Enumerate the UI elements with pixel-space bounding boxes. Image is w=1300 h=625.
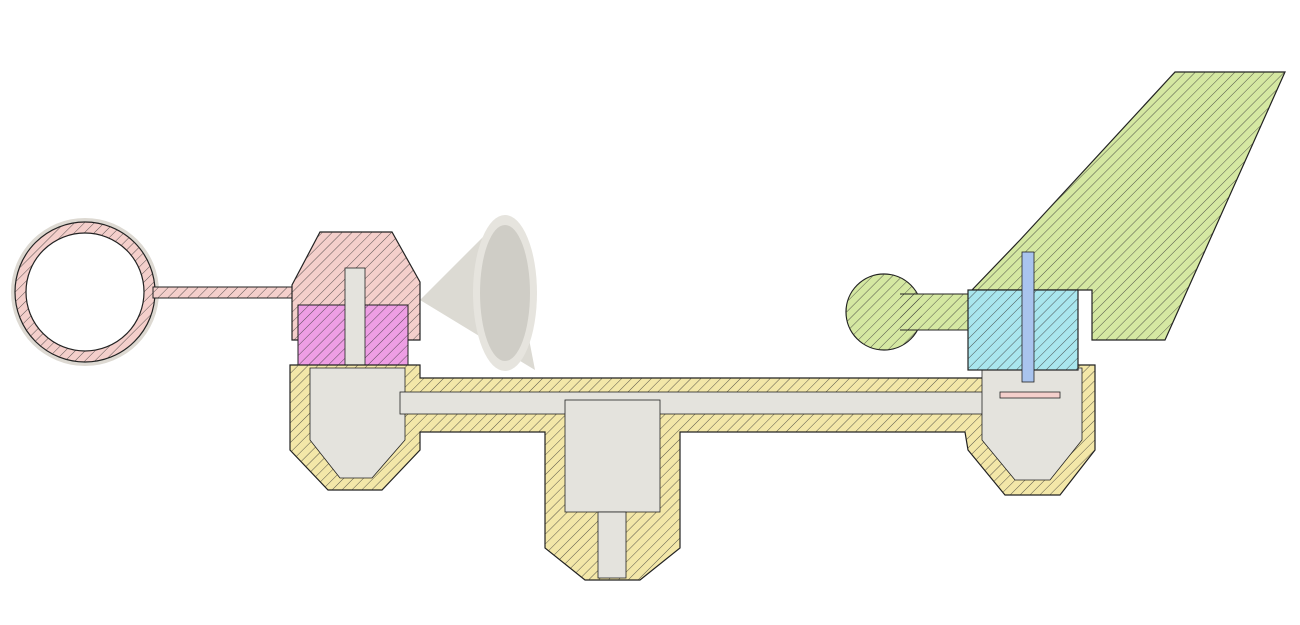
ring-handle: [11, 218, 304, 366]
bearing-insert-left: [297, 267, 409, 369]
vane-hub: [967, 251, 1079, 399]
funnel-cone: [420, 215, 537, 371]
housing-interior: [309, 367, 1083, 579]
